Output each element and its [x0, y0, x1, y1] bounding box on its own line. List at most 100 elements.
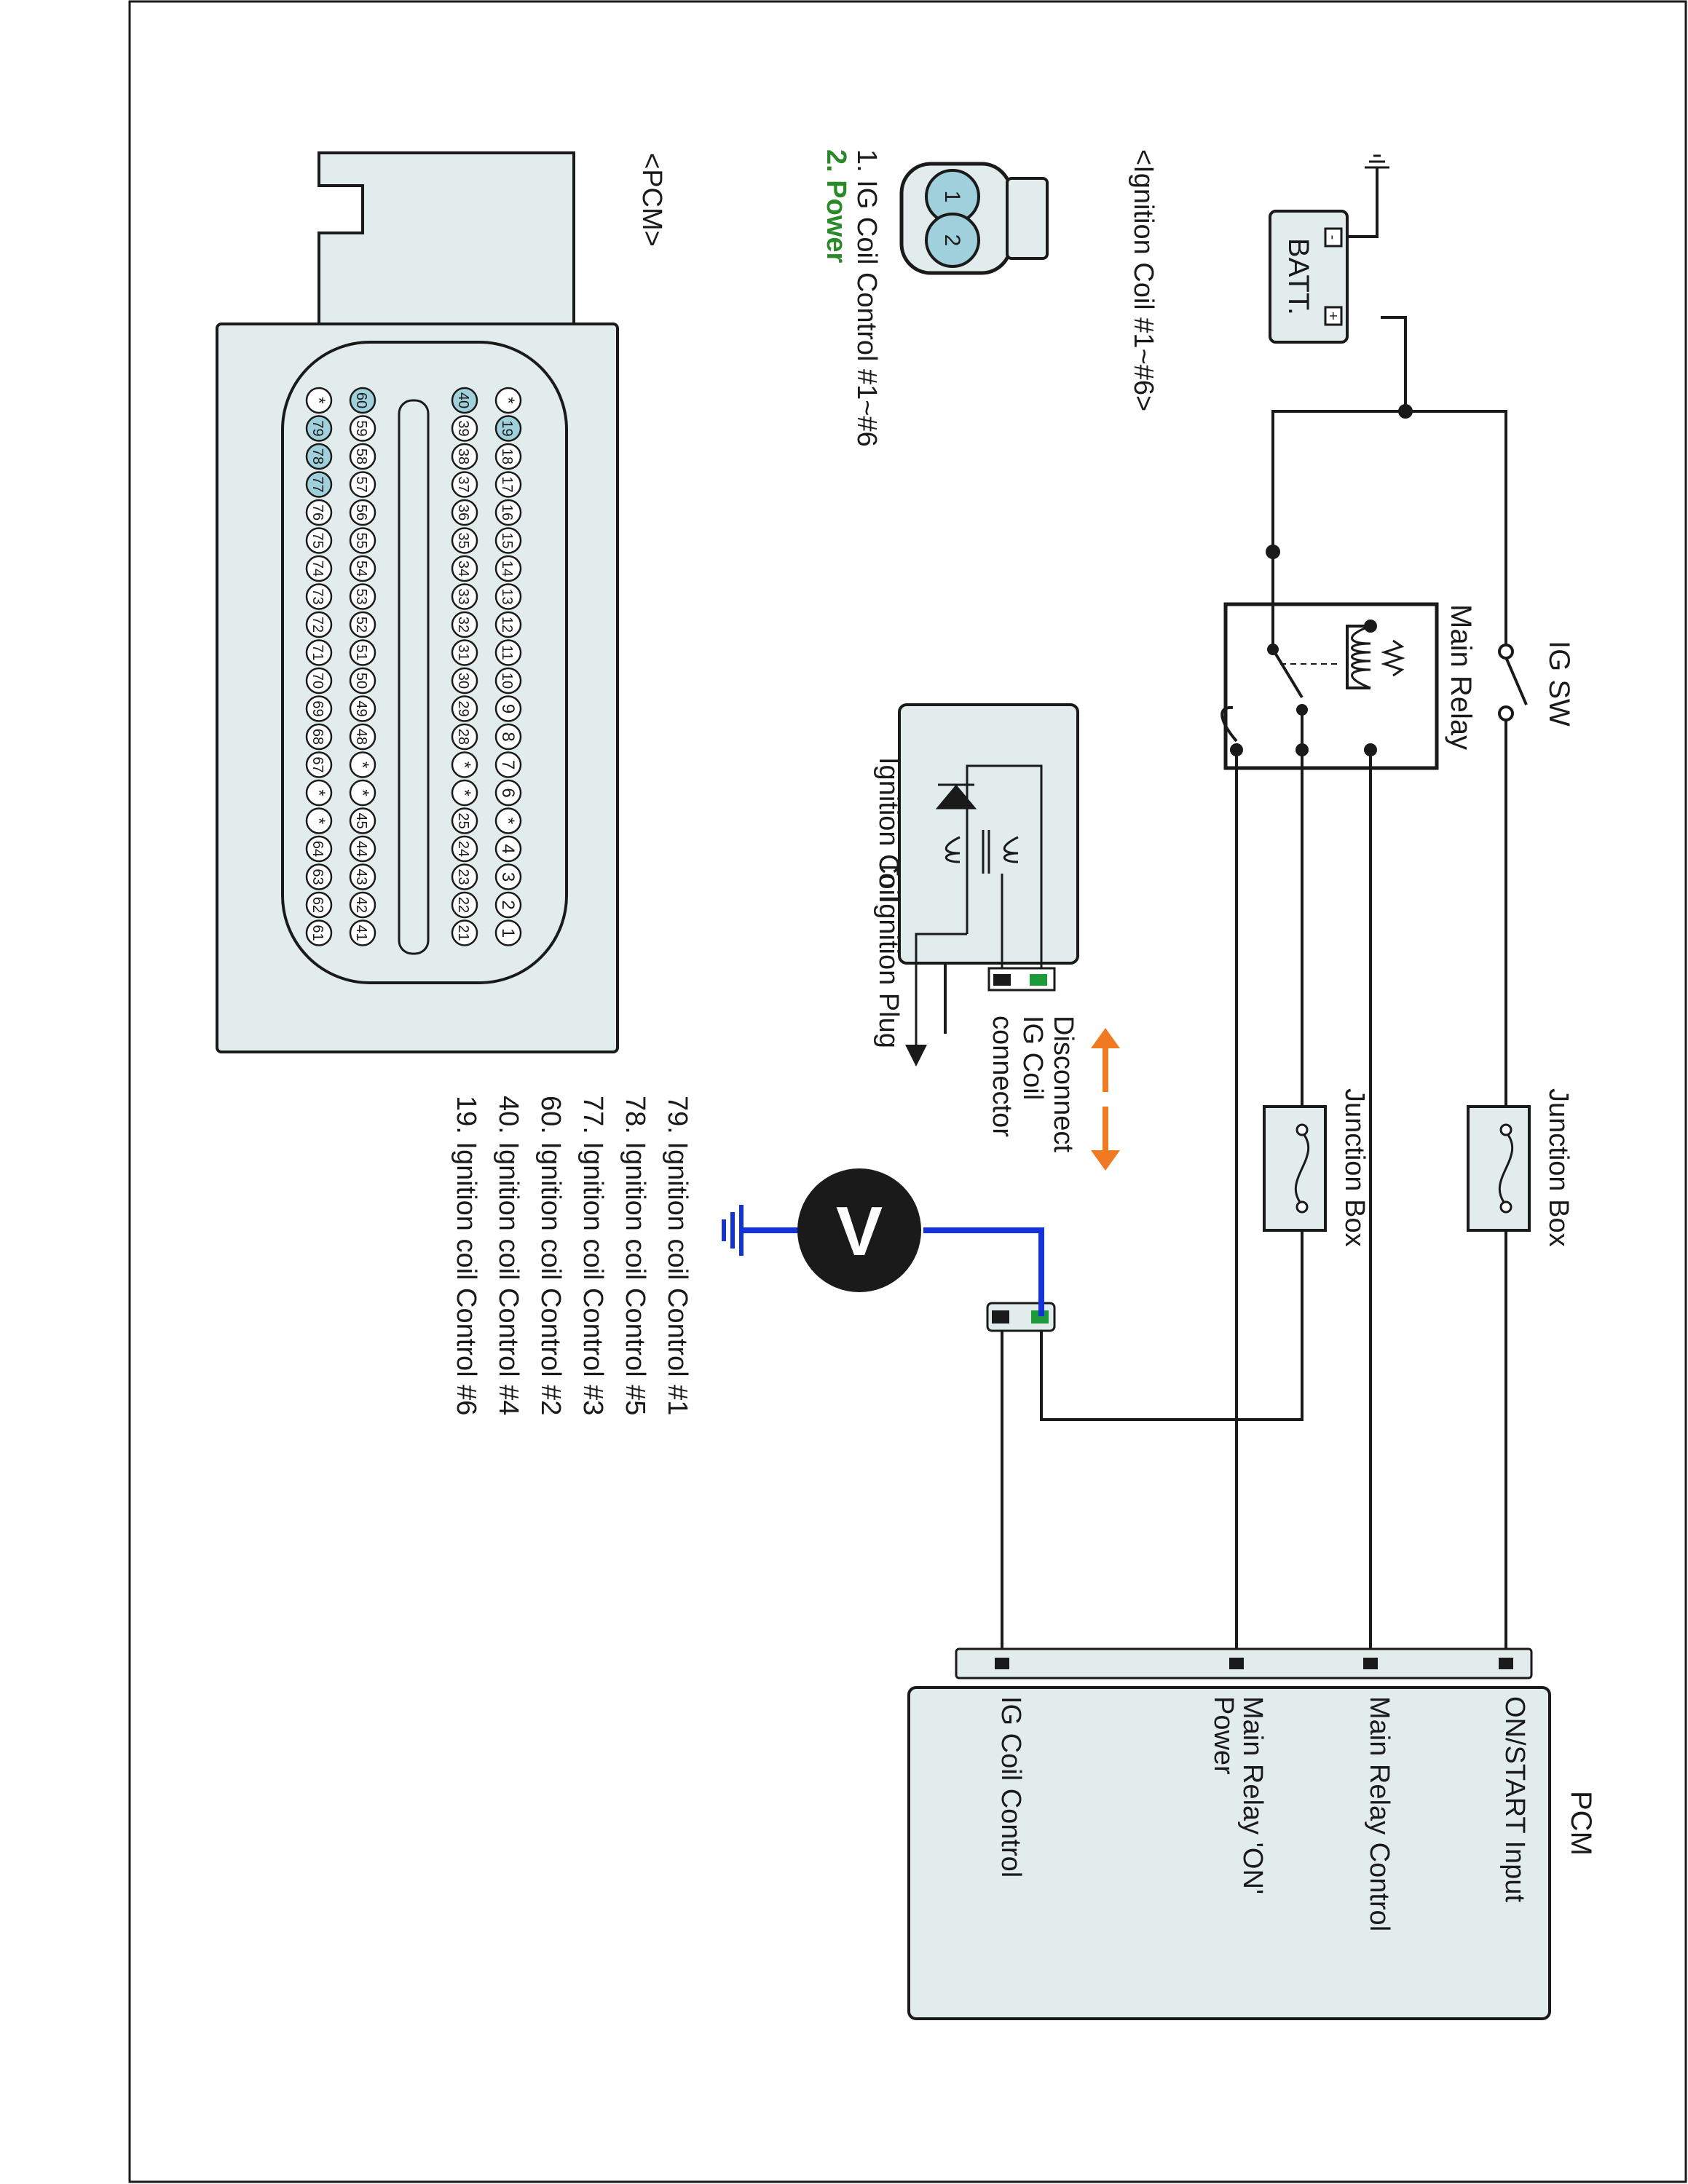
- pcm-pin: [349, 751, 376, 778]
- pcm-pin-label: 38: [455, 448, 471, 464]
- pcm-pin-label: 56: [353, 505, 369, 521]
- pcm-pin: [494, 499, 522, 526]
- battery-minus-label: -: [1325, 235, 1341, 240]
- coil-primary-wire: [966, 764, 1043, 968]
- pcm-pin-grid: *191817161514131211109876*43214039383736…: [305, 387, 522, 946]
- pcm-pin: [451, 835, 478, 863]
- pcm-pin-label: *: [498, 397, 518, 403]
- pcm-pin-label: 59: [353, 420, 369, 436]
- pcm-pin-label: 16: [499, 505, 515, 521]
- pcm-pin-label: 63: [309, 869, 326, 885]
- ig-sw-contact-b: [1498, 705, 1514, 721]
- pcm-pin: [349, 443, 376, 470]
- pcm-pin: [451, 555, 478, 582]
- pcm-pin: [349, 695, 376, 722]
- pcm-pin-label: *: [309, 818, 328, 824]
- pcm-pin-label: 10: [499, 673, 515, 689]
- battery-plus-label: +: [1325, 312, 1341, 320]
- pcm-pin-label: 25: [455, 812, 471, 828]
- pcm-pin: [305, 751, 333, 778]
- pcm-pin: [305, 527, 333, 554]
- pcm-pin-label: 45: [353, 812, 369, 828]
- pcm-pin: [451, 723, 478, 751]
- pcm-pin-label: 39: [455, 420, 471, 436]
- coil-connector-pinlist-1: 1. IG Coil Control #1~#6: [851, 149, 882, 447]
- coil-connector-latch: [1006, 177, 1049, 260]
- relay-contact-node-2: [1296, 704, 1308, 716]
- pcm-pin: [494, 751, 522, 778]
- pcm-pin: [305, 919, 333, 946]
- pcm-pin-label: 12: [499, 617, 515, 633]
- pcm-pin: [305, 863, 333, 890]
- battery-minus-terminal: [1324, 227, 1343, 248]
- wires: [944, 167, 1507, 1663]
- pcm-label: PCM: [1565, 1791, 1597, 1856]
- pcm-pin: [494, 695, 522, 722]
- pcm-pin: [451, 751, 478, 778]
- pcm-pin: [494, 387, 522, 414]
- pcm-pin: [305, 583, 333, 610]
- pcm-pin-list-item: 79. Ignition coil Control #1: [662, 1096, 693, 1415]
- fuse-1-end-a: [1499, 1123, 1513, 1136]
- pcm-pin-label: 42: [353, 897, 369, 913]
- jbox-to-meter-connector: [1040, 1230, 1304, 1421]
- pcm-pin: [451, 863, 478, 890]
- pcm-pin-label: *: [454, 789, 474, 796]
- pcm-pin-label: *: [352, 789, 372, 796]
- disconnect-line-1: Disconnect: [1048, 1016, 1078, 1152]
- coil-connector-pin-2-label: 2: [940, 234, 964, 247]
- pcm-pin-4: [995, 1658, 1009, 1669]
- pcm-pin: [305, 807, 333, 834]
- pcm-pin-label: 49: [353, 700, 369, 716]
- pcm-pin-list-item: 77. Ignition coil Control #3: [577, 1096, 608, 1415]
- pcm-pin-label: 30: [455, 673, 471, 689]
- pcm-pin: [451, 695, 478, 722]
- pcm-pin: [494, 443, 522, 470]
- meter-label: V: [836, 1192, 883, 1270]
- pcm-pin-label: 7: [498, 760, 518, 769]
- coil-core-icon: [982, 830, 990, 874]
- pcm-pin: [494, 919, 522, 946]
- pcm-pin: [305, 611, 333, 638]
- pcm-pin-3: [1229, 1658, 1244, 1669]
- junction-box-1: Junction Box: [1467, 1088, 1574, 1247]
- plug-arrow-head: [905, 1045, 927, 1067]
- pcm-pin-label: 70: [309, 673, 326, 689]
- pcm-pin: [349, 555, 376, 582]
- pcm-pin: [349, 611, 376, 638]
- pcm-pin: [494, 555, 522, 582]
- pcm-terminal-label-3a: Main Relay 'ON': [1237, 1696, 1268, 1894]
- pcm-pin-label: 76: [309, 505, 326, 521]
- pcm-pin-label: 55: [353, 532, 369, 548]
- fuse-1-end-b: [1499, 1200, 1513, 1214]
- relay-terminal-4: [1230, 743, 1243, 756]
- fuse-2-icon: [1294, 1131, 1310, 1206]
- pcm-pin: [494, 863, 522, 890]
- pcm-pin-list-item: 60. Ignition coil Control #2: [535, 1096, 566, 1415]
- pcm-pin: [494, 779, 522, 807]
- pcm-pin-label: 62: [309, 897, 326, 913]
- pcm-pin-label: 36: [455, 505, 471, 521]
- pcm-pin-label: 73: [309, 588, 326, 604]
- pcm-pin-label: 69: [309, 700, 326, 716]
- pcm-pin-label: 79: [309, 420, 326, 436]
- pcm-pin: [349, 471, 376, 498]
- pcm-pin-label: 3: [498, 872, 518, 882]
- main-relay-label: Main Relay: [1445, 604, 1477, 750]
- junction-box-2: Junction Box: [1263, 1088, 1370, 1247]
- relay-resistor-icon: [1381, 639, 1405, 677]
- relay-terminal-1: [1364, 620, 1377, 633]
- pcm-pin: [349, 499, 376, 526]
- coil-connector-pin-1-label: 1: [940, 191, 964, 203]
- pcm-pin: [305, 667, 333, 695]
- relay-feed: [1271, 410, 1405, 552]
- pcm-pin: [349, 667, 376, 695]
- pcm-pin-1: [1499, 1658, 1513, 1669]
- relay-curve: [1220, 705, 1238, 743]
- pcm-pin: [349, 639, 376, 666]
- pcm-pin: [305, 639, 333, 666]
- pcm-pin: [451, 639, 478, 666]
- main-relay-box: [1223, 602, 1439, 770]
